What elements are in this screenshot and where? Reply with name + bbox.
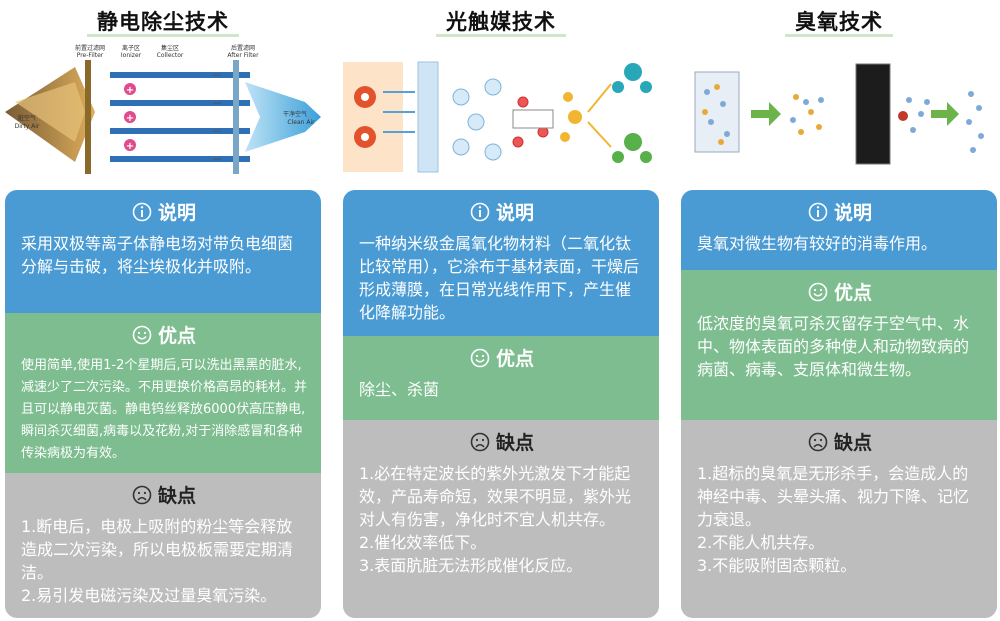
info-card: 说明 一种纳米级金属氧化物材料（二氧化钛比较常用），它涂布于基材表面，干燥后形成… <box>343 190 659 618</box>
svg-text:−: − <box>212 152 222 166</box>
photocatalyst-diagram <box>343 61 652 173</box>
pros-section: 优点 使用简单,使用1-2个星期后,可以洗出黑黑的脏水,减速少了二次污染。不用更… <box>5 313 321 473</box>
svg-text:Dirty Air: Dirty Air <box>15 123 40 130</box>
info-icon <box>132 202 152 222</box>
description-heading: 说明 <box>21 200 307 226</box>
svg-text:+: + <box>126 113 134 124</box>
svg-text:−: − <box>212 96 222 110</box>
smile-icon <box>132 325 152 345</box>
smile-icon <box>808 282 828 302</box>
svg-text:Clean Air: Clean Air <box>287 119 315 126</box>
description-section: 说明 一种纳米级金属氧化物材料（二氧化钛比较常用），它涂布于基材表面，干燥后形成… <box>343 190 659 336</box>
svg-text:干净空气: 干净空气 <box>283 110 307 118</box>
info-card: 说明 臭氧对微生物有较好的消毒作用。 优点 低浓度的臭氧可杀灭留存于空气中、水中… <box>681 190 997 618</box>
info-icon <box>470 202 490 222</box>
cons-section: 缺点 1.断电后，电极上吸附的粉尘等会释放造成二次污染，所以电极板需要定期清洁。… <box>5 473 321 618</box>
cons-text: 1.断电后，电极上吸附的粉尘等会释放造成二次污染，所以电极板需要定期清洁。 2.… <box>21 517 294 605</box>
info-card: 说明 采用双极等离子体静电场对带负电细菌分解与击破，将尘埃极化并吸附。 优点 使… <box>5 190 321 618</box>
cons-section: 缺点 1.超标的臭氧是无形杀手，会造成人的神经中毒、头晕头痛、视力下降、记忆力衰… <box>681 420 997 618</box>
svg-text:+: + <box>126 141 134 152</box>
svg-text:Pre-Filter: Pre-Filter <box>77 52 104 59</box>
cons-heading: 缺点 <box>21 483 307 509</box>
cons-text: 1.超标的臭氧是无形杀手，会造成人的神经中毒、头晕头痛、视力下降、记忆力衰退。 … <box>697 464 970 575</box>
svg-text:后置滤网: 后置滤网 <box>231 44 255 52</box>
description-section: 说明 臭氧对微生物有较好的消毒作用。 <box>681 190 997 270</box>
svg-text:离子区: 离子区 <box>122 44 140 52</box>
pros-text: 使用简单,使用1-2个星期后,可以洗出黑黑的脏水,减速少了二次污染。不用更换价格… <box>21 358 308 461</box>
svg-text:+: + <box>126 85 134 96</box>
svg-text:After Filter: After Filter <box>227 52 259 59</box>
pros-text: 低浓度的臭氧可杀灭留存于空气中、水中、物体表面的多种使人和动物致病的病菌、病毒、… <box>697 314 970 379</box>
info-icon <box>808 202 828 222</box>
smile-icon <box>470 348 490 368</box>
description-section: 说明 采用双极等离子体静电场对带负电细菌分解与击破，将尘埃极化并吸附。 <box>5 190 321 313</box>
description-heading: 说明 <box>697 200 983 226</box>
pros-section: 优点 除尘、杀菌 <box>343 336 659 420</box>
description-text: 一种纳米级金属氧化物材料（二氧化钛比较常用），它涂布于基材表面，干燥后形成薄膜，… <box>359 234 640 322</box>
column-title: 光触媒技术 <box>343 6 659 37</box>
description-heading: 说明 <box>359 200 645 226</box>
sad-icon <box>470 432 490 452</box>
svg-text:Collector: Collector <box>157 52 184 59</box>
column-photocatalyst: 光触媒技术 说明 一种纳米级金属氧化物材料（二氧化钛比较常用），它涂布于基材表面… <box>343 0 659 621</box>
svg-text:Ionizer: Ionizer <box>121 52 142 59</box>
cons-text: 1.必在特定波长的紫外光激发下才能起效，产品寿命短，效果不明显，紫外光对人有伤害… <box>359 464 632 575</box>
pros-text: 除尘、杀菌 <box>359 380 440 399</box>
pros-section: 优点 低浓度的臭氧可杀灭留存于空气中、水中、物体表面的多种使人和动物致病的病菌、… <box>681 270 997 420</box>
column-ozone: 臭氧技术 说明 臭氧对微生物有较好的消毒作用。 优点 低浓度的臭氧可杀灭留存于空… <box>681 0 997 621</box>
ozone-diagram <box>694 63 984 165</box>
pros-heading: 优点 <box>359 346 645 372</box>
cons-heading: 缺点 <box>697 430 983 456</box>
sad-icon <box>132 485 152 505</box>
svg-text:−: − <box>212 68 222 82</box>
cons-section: 缺点 1.必在特定波长的紫外光激发下才能起效，产品寿命短，效果不明显，紫外光对人… <box>343 420 659 618</box>
column-title: 静电除尘技术 <box>5 6 321 37</box>
svg-text:脏空气: 脏空气 <box>18 114 36 122</box>
sad-icon <box>808 432 828 452</box>
svg-text:−: − <box>212 124 222 138</box>
column-title: 臭氧技术 <box>681 6 997 37</box>
svg-text:集尘区: 集尘区 <box>161 44 179 52</box>
pros-heading: 优点 <box>697 280 983 306</box>
cons-heading: 缺点 <box>359 430 645 456</box>
description-text: 臭氧对微生物有较好的消毒作用。 <box>697 234 938 253</box>
svg-text:前置过滤网: 前置过滤网 <box>75 44 105 52</box>
description-text: 采用双极等离子体静电场对带负电细菌分解与击破，将尘埃极化并吸附。 <box>21 234 294 276</box>
pros-heading: 优点 <box>21 323 307 349</box>
